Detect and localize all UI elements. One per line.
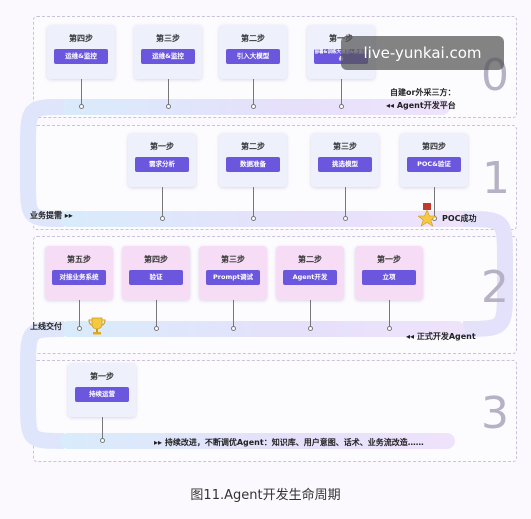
double-right-arrow-icon: ▸▸ bbox=[154, 438, 165, 447]
step-title: 第三步 bbox=[156, 34, 180, 43]
step-title: 第一步 bbox=[150, 142, 174, 151]
connector-line bbox=[81, 79, 82, 106]
stage-3-number: 3 bbox=[481, 388, 509, 439]
stage-2-left-label: 上线交付 bbox=[30, 322, 62, 331]
connector-line bbox=[341, 79, 342, 106]
medal-star-icon bbox=[418, 203, 436, 227]
connector-line bbox=[162, 187, 163, 218]
step-title: 第四步 bbox=[69, 34, 93, 43]
stage-1-number: 1 bbox=[482, 153, 510, 204]
connector-dot bbox=[160, 216, 165, 221]
stage-0-note-line1: 自建or外采三方： bbox=[390, 88, 456, 97]
step-button: 验证 bbox=[129, 270, 183, 285]
step-card: 第二步 Agent开发 bbox=[276, 246, 344, 300]
stage-2-right-label: ◂◂ 正式开发Agent bbox=[406, 332, 476, 341]
step-card: 第三步运维&监控 bbox=[134, 25, 202, 79]
connector-dot bbox=[79, 104, 84, 109]
step-button: 对接业务系统 bbox=[52, 270, 106, 285]
connector-line bbox=[102, 417, 103, 440]
step-title: 第三步 bbox=[333, 142, 357, 151]
trophy-icon bbox=[88, 317, 106, 335]
stage-1-left-label: 业务提需 ▸▸ bbox=[30, 211, 73, 220]
connector-line bbox=[310, 300, 311, 328]
step-card: 第四步 POC&验证 bbox=[400, 133, 468, 187]
connector-dot bbox=[339, 104, 344, 109]
path-band-3 bbox=[60, 433, 455, 449]
step-card: 第二步引入大模型 bbox=[219, 25, 287, 79]
stage-2-number: 2 bbox=[481, 262, 509, 313]
step-card: 第一步立项 bbox=[355, 246, 423, 300]
path-band-0 bbox=[40, 99, 450, 115]
step-card: 第三步 Prompt调试 bbox=[199, 246, 267, 300]
step-title: 第二步 bbox=[241, 34, 265, 43]
connector-dot bbox=[308, 326, 313, 331]
connector-dot bbox=[154, 326, 159, 331]
stage-1-right-label: POC成功 bbox=[442, 214, 477, 223]
step-button: 持续运营 bbox=[75, 387, 129, 402]
connector-dot bbox=[387, 326, 392, 331]
figure-caption: 图11.Agent开发生命周期 bbox=[190, 488, 341, 503]
step-title: 第二步 bbox=[241, 142, 265, 151]
step-button: 运维&监控 bbox=[141, 49, 195, 64]
step-button: 挑选模型 bbox=[318, 157, 372, 172]
step-title: 第三步 bbox=[221, 255, 245, 264]
connector-line bbox=[79, 300, 80, 328]
connector-dot bbox=[343, 216, 348, 221]
step-title: 第一步 bbox=[377, 255, 401, 264]
step-card: 第四步验证 bbox=[122, 246, 190, 300]
connector-line bbox=[168, 79, 169, 106]
step-button: 运维&监控 bbox=[54, 49, 108, 64]
connector-line bbox=[345, 187, 346, 218]
connector-dot bbox=[77, 326, 82, 331]
step-button: 引入大模型 bbox=[226, 49, 280, 64]
double-right-arrow-icon: ▸▸ bbox=[62, 211, 73, 220]
step-title: 第二步 bbox=[298, 255, 322, 264]
watermark: live-yunkai.com bbox=[341, 36, 504, 70]
connector-line bbox=[233, 300, 234, 328]
step-button: 需求分析 bbox=[135, 157, 189, 172]
step-button: Agent开发 bbox=[283, 270, 337, 285]
stage-0-note-line2: ◂◂ Agent开发平台 bbox=[386, 101, 456, 110]
connector-dot bbox=[100, 438, 105, 443]
connector-dot bbox=[251, 216, 256, 221]
step-card: 第三步挑选模型 bbox=[311, 133, 379, 187]
path-curve-right-1 bbox=[462, 211, 513, 337]
connector-line bbox=[389, 300, 390, 328]
double-left-arrow-icon: ◂◂ bbox=[386, 101, 397, 110]
connector-dot bbox=[231, 326, 236, 331]
connector-line bbox=[156, 300, 157, 328]
connector-line bbox=[253, 187, 254, 218]
step-title: 第五步 bbox=[67, 255, 91, 264]
connector-dot bbox=[251, 104, 256, 109]
stage-3-bottom-label: ▸▸ 持续改进，不断调优Agent：知识库、用户意图、话术、业务流改造…… bbox=[154, 438, 424, 447]
step-title: 第四步 bbox=[422, 142, 446, 151]
step-card: 第一步需求分析 bbox=[128, 133, 196, 187]
step-button: 数据准备 bbox=[226, 157, 280, 172]
step-card: 第四步运维&监控 bbox=[47, 25, 115, 79]
step-card: 第二步数据准备 bbox=[219, 133, 287, 187]
step-button: 立项 bbox=[362, 270, 416, 285]
path-curve-left-2 bbox=[20, 321, 65, 449]
step-title: 第一步 bbox=[90, 372, 114, 381]
connector-dot bbox=[166, 104, 171, 109]
connector-line bbox=[253, 79, 254, 106]
step-card: 第一步持续运营 bbox=[68, 363, 136, 417]
step-button: Prompt调试 bbox=[206, 270, 260, 285]
step-title: 第四步 bbox=[144, 255, 168, 264]
path-band-1 bbox=[60, 211, 472, 227]
path-band-2 bbox=[60, 321, 465, 337]
step-button: POC&验证 bbox=[407, 157, 461, 172]
connector-line bbox=[434, 187, 435, 218]
double-left-arrow-icon: ◂◂ bbox=[406, 332, 417, 341]
path-curve-left-1 bbox=[20, 99, 65, 227]
step-card: 第五步对接业务系统 bbox=[45, 246, 113, 300]
